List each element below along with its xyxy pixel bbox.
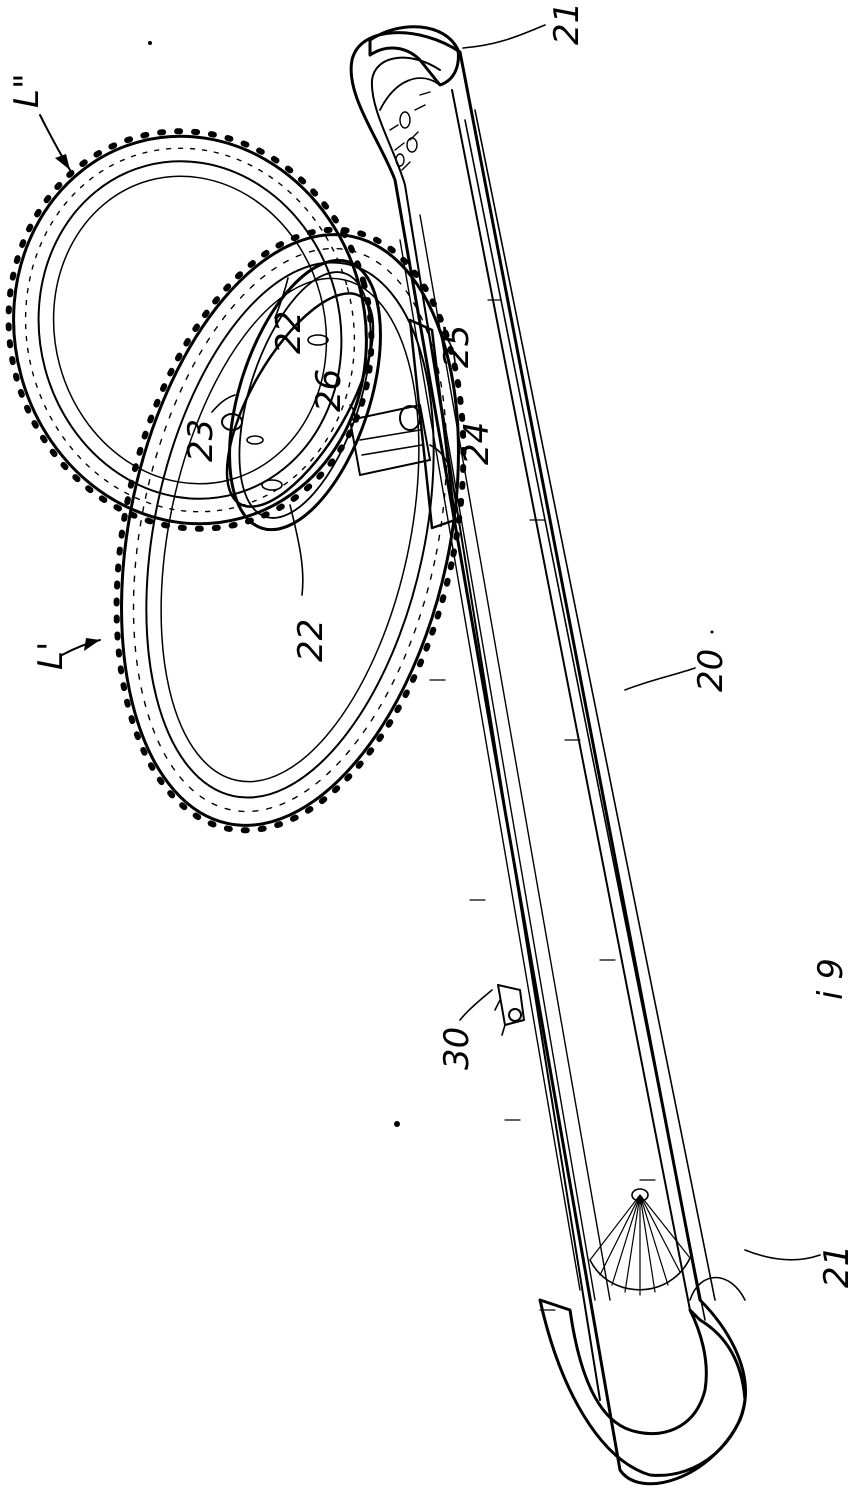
rail-track — [349, 31, 747, 1486]
label-20: 20 — [691, 649, 731, 692]
end-cap-bottom — [538, 1188, 747, 1477]
speck — [148, 41, 152, 45]
label-26: 26 — [309, 369, 349, 412]
label-25: 25 — [437, 325, 477, 368]
figure-label: i 9 — [811, 958, 851, 1000]
label-l-double-prime: L" — [7, 73, 47, 108]
speck — [710, 630, 714, 634]
label-21-bottom: 21 — [817, 1245, 851, 1288]
leader-lines — [39, 24, 821, 1261]
label-l-prime: L' — [31, 642, 71, 670]
ring-l-prime — [113, 226, 467, 834]
end-cap-top — [368, 25, 460, 171]
clamp-30 — [494, 984, 525, 1036]
label-30: 30 — [437, 1027, 477, 1070]
holder-hoop-assembly — [225, 258, 382, 532]
label-22-lower: 22 — [291, 619, 331, 662]
label-24: 24 — [457, 422, 497, 465]
speck — [394, 1121, 400, 1127]
label-22-upper: 22 — [269, 311, 309, 354]
end-cap-fan — [589, 1188, 691, 1296]
reference-labels: L" L' 21 21 20 22 22 23 26 24 25 30 i 9 — [7, 2, 851, 1288]
label-21-top: 21 — [547, 2, 587, 45]
carriage — [221, 318, 457, 530]
label-23: 23 — [181, 419, 221, 462]
